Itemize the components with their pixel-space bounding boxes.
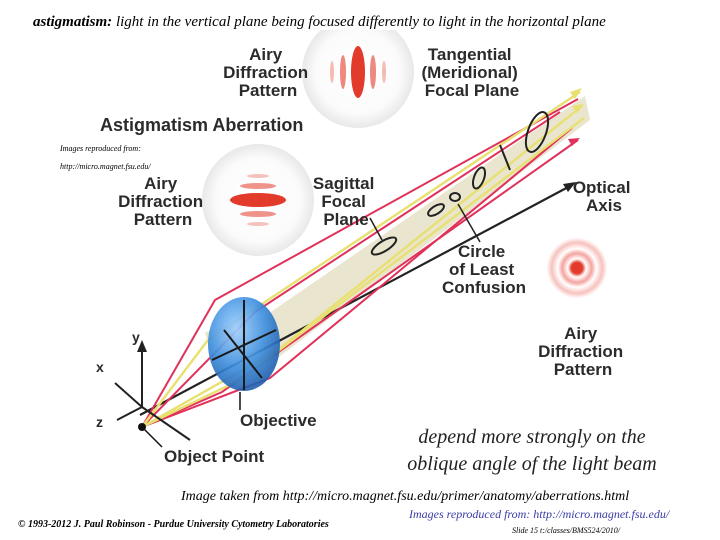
axis-x-label: x [96,359,104,375]
sagittal-leader [369,217,383,241]
commentary: depend more strongly on the oblique angl… [372,424,692,478]
tangential-ellipse [524,111,550,153]
sagittal-ellipse [370,236,398,256]
airy-right-disc [531,222,623,314]
optical-axis-line [139,184,573,416]
commentary-line-1: depend more strongly on the [418,426,646,448]
airy-right-label: Airy Diffraction Pattern [538,324,628,379]
circle-least-label: Circle of Least Confusion [442,242,526,297]
beam-band [205,96,590,372]
object-point-label: Object Point [164,447,264,466]
tangential-label: Tangential (Meridional) Focal Plane [421,45,522,100]
airy-left-pattern [230,174,286,226]
commentary-line-2: oblique angle of the light beam [407,453,657,475]
repro-line-2: http://micro.magnet.fsu.edu/ [60,162,151,171]
axis-y-label: y [132,329,140,345]
coordinate-axes [114,345,191,441]
tangential-line [499,144,511,171]
objective-label: Objective [240,411,317,430]
object-point-leader [141,426,163,448]
source-credit: Images reproduced from: http://micro.mag… [409,507,670,521]
repro-line-1: Images reproduced from: [59,144,141,153]
optical-axis-label: Optical Axis [573,178,635,215]
ray-arrowhead-2 [572,104,584,113]
caption-text: light in the vertical plane being focuse… [112,14,606,30]
image-credit: Image taken from http://micro.magnet.fsu… [181,489,630,504]
sagittal-label: Sagittal Focal Plane [313,174,379,229]
least-confusion-ellipse-b [449,192,461,202]
airy-top-label: Airy Diffraction Pattern [223,45,313,100]
astigmatism-diagram: Airy Diffraction Pattern Tangential (Mer… [59,30,635,466]
airy-top-pattern [330,46,386,98]
axis-z-label: z [96,414,103,430]
copyright: © 1993-2012 J. Paul Robinson - Purdue Un… [18,519,329,530]
ray-arrowhead-3 [568,138,580,146]
airy-left-label: Airy Diffraction Pattern [118,174,208,229]
caption-term: astigmatism: [33,14,113,30]
least-confusion-ellipse-a [427,203,445,217]
mid-ellipse [471,166,487,190]
optical-axis-arrowhead [563,182,576,192]
focal-ellipses [370,111,550,256]
slide-id: Slide 15 t:/classes/BMS524/2010/ [512,526,620,535]
top-caption: astigmatism: light in the vertical plane… [33,14,606,31]
y-arrowhead [137,340,147,352]
circle-least-leader [457,203,481,243]
diagram-title: Astigmatism Aberration [100,115,303,135]
lens-cross-lines [211,300,277,390]
ray-arrowheads [570,88,582,99]
